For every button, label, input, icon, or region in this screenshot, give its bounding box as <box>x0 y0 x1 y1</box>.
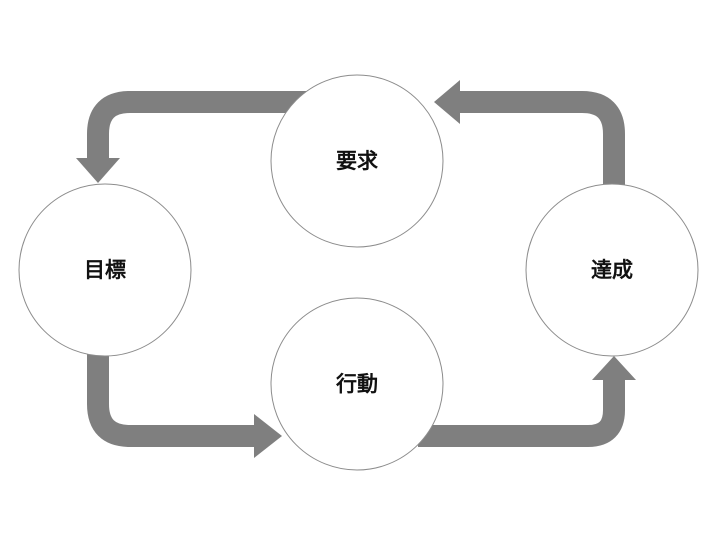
node-action-label: 行動 <box>335 372 378 396</box>
node-request-label: 要求 <box>336 149 378 173</box>
node-request-circle <box>270 74 444 248</box>
node-action: 行動 <box>270 297 444 471</box>
arrow-head-achievement-to-request <box>434 80 460 124</box>
node-action-circle <box>270 297 444 471</box>
node-achievement-label: 達成 <box>591 258 633 282</box>
node-achievement: 達成 <box>525 183 699 357</box>
arrow-request-to-goal <box>76 91 310 183</box>
arrow-achievement-to-request <box>434 80 625 186</box>
arrow-action-to-achievement <box>418 356 636 447</box>
node-request: 要求 <box>270 74 444 248</box>
node-goal-label: 目標 <box>84 258 126 282</box>
arrow-head-goal-to-action <box>254 414 282 458</box>
arrow-goal-to-action <box>87 352 282 458</box>
node-goal: 目標 <box>18 183 192 357</box>
arrow-head-request-to-goal <box>76 158 120 183</box>
node-goal-circle <box>18 183 192 357</box>
arrow-head-action-to-achievement <box>592 356 636 380</box>
node-achievement-circle <box>525 183 699 357</box>
